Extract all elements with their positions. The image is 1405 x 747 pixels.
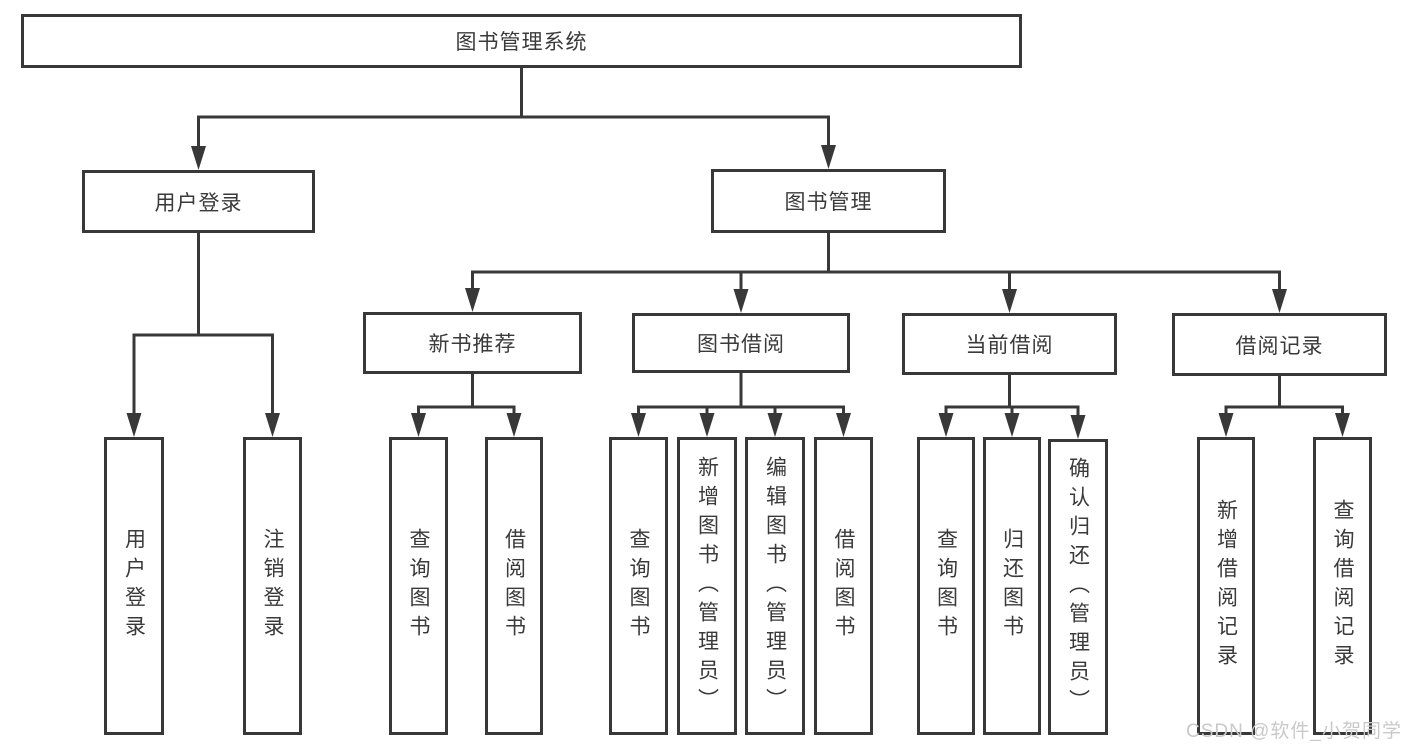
edge-borrow-records-to-br-add-record <box>1224 374 1281 433</box>
node-bb-query-book: 查询图书 <box>609 437 668 735</box>
arrowhead-icon <box>191 146 206 170</box>
arrowhead-icon <box>821 145 836 169</box>
node-label: 当前借阅 <box>965 334 1054 357</box>
node-new-book-recommend: 新书推荐 <box>363 312 582 374</box>
edge-borrow-records-to-br-query-record <box>1278 374 1344 433</box>
node-label: 图书借阅 <box>697 333 785 356</box>
edge-user-login-to-user-login-action <box>132 231 200 433</box>
edge-book-borrow-to-bb-edit-book-admin <box>739 371 777 433</box>
edge-book-management-to-current-borrow <box>827 231 1011 309</box>
node-label: 编辑图书（管理员） <box>763 455 787 717</box>
node-book-management: 图书管理 <box>711 169 946 233</box>
node-label: 注销登录 <box>261 528 284 644</box>
arrowhead-icon <box>631 413 646 437</box>
node-system: 图书管理系统 <box>21 14 1022 68</box>
edge-book-borrow-to-bb-query-book <box>637 371 743 433</box>
arrowhead-icon <box>1002 289 1017 313</box>
node-bb-borrow-book: 借阅图书 <box>814 437 873 735</box>
edge-user-login-to-logout-action <box>197 231 274 433</box>
arrowhead-icon <box>836 413 851 437</box>
node-label: 借阅图书 <box>832 528 855 644</box>
arrowhead-icon <box>1218 413 1234 437</box>
edge-system-to-book-management <box>520 66 830 165</box>
edge-book-borrow-to-bb-borrow-book <box>739 371 845 433</box>
node-user-login-action: 用户登录 <box>104 437 164 735</box>
arrowhead-icon <box>1004 413 1020 437</box>
node-label: 新书推荐 <box>428 333 517 356</box>
arrowhead-icon <box>411 413 426 437</box>
node-label: 借阅图书 <box>502 528 526 644</box>
node-bb-edit-book-admin: 编辑图书（管理员） <box>745 437 805 735</box>
node-label: 查询图书 <box>627 528 650 644</box>
edge-system-to-user-login <box>197 66 523 166</box>
arrowhead-icon <box>733 289 749 313</box>
edge-current-borrow-to-cb-query-book <box>944 373 1011 433</box>
arrowhead-icon <box>1272 289 1287 313</box>
arrowhead-icon <box>699 413 715 437</box>
node-label: 新增图书（管理员） <box>695 455 719 717</box>
node-label: 图书管理 <box>784 191 873 214</box>
arrowhead-icon <box>1335 413 1350 437</box>
node-label: 查询图书 <box>934 528 958 644</box>
node-nb-borrow-book: 借阅图书 <box>485 437 543 735</box>
node-label: 归还图书 <box>1000 528 1024 644</box>
node-user-login: 用户登录 <box>82 170 315 233</box>
node-cb-return-book: 归还图书 <box>983 437 1041 735</box>
node-label: 借阅记录 <box>1235 334 1324 358</box>
node-label: 新增借阅记录 <box>1214 499 1238 673</box>
node-label: 用户登录 <box>154 191 243 215</box>
arrowhead-icon <box>767 413 783 437</box>
edge-book-management-to-new-book-recommend <box>471 231 830 308</box>
edge-new-book-recommend-to-nb-borrow-book <box>471 372 516 433</box>
arrowhead-icon <box>506 413 522 437</box>
arrowhead-icon <box>465 288 480 312</box>
edge-book-management-to-borrow-records <box>827 231 1281 309</box>
arrowhead-icon <box>265 413 280 437</box>
edge-current-borrow-to-cb-confirm-return-admin <box>1008 373 1080 435</box>
node-bb-add-book-admin: 新增图书（管理员） <box>677 437 737 735</box>
node-current-borrow: 当前借阅 <box>902 313 1117 375</box>
arrowhead-icon <box>126 413 142 437</box>
node-borrow-records: 借阅记录 <box>1172 313 1387 376</box>
node-label: 图书管理系统 <box>455 31 588 54</box>
node-label: 确认归还（管理员） <box>1066 456 1090 718</box>
node-cb-confirm-return-admin: 确认归还（管理员） <box>1048 439 1108 735</box>
node-label: 查询图书 <box>407 528 430 644</box>
node-cb-query-book: 查询图书 <box>917 437 975 735</box>
edge-new-book-recommend-to-nb-query-book <box>417 372 474 433</box>
node-br-add-record: 新增借阅记录 <box>1197 437 1255 735</box>
arrowhead-icon <box>938 413 954 437</box>
edge-book-borrow-to-bb-add-book-admin <box>705 371 743 433</box>
node-label: 查询借阅记录 <box>1331 499 1354 673</box>
node-logout-action: 注销登录 <box>243 437 302 735</box>
node-nb-query-book: 查询图书 <box>389 437 448 735</box>
node-book-borrow: 图书借阅 <box>632 313 850 373</box>
edge-book-management-to-book-borrow <box>739 231 830 309</box>
node-br-query-record: 查询借阅记录 <box>1313 437 1372 735</box>
node-label: 用户登录 <box>122 528 146 644</box>
arrowhead-icon <box>1070 415 1086 439</box>
